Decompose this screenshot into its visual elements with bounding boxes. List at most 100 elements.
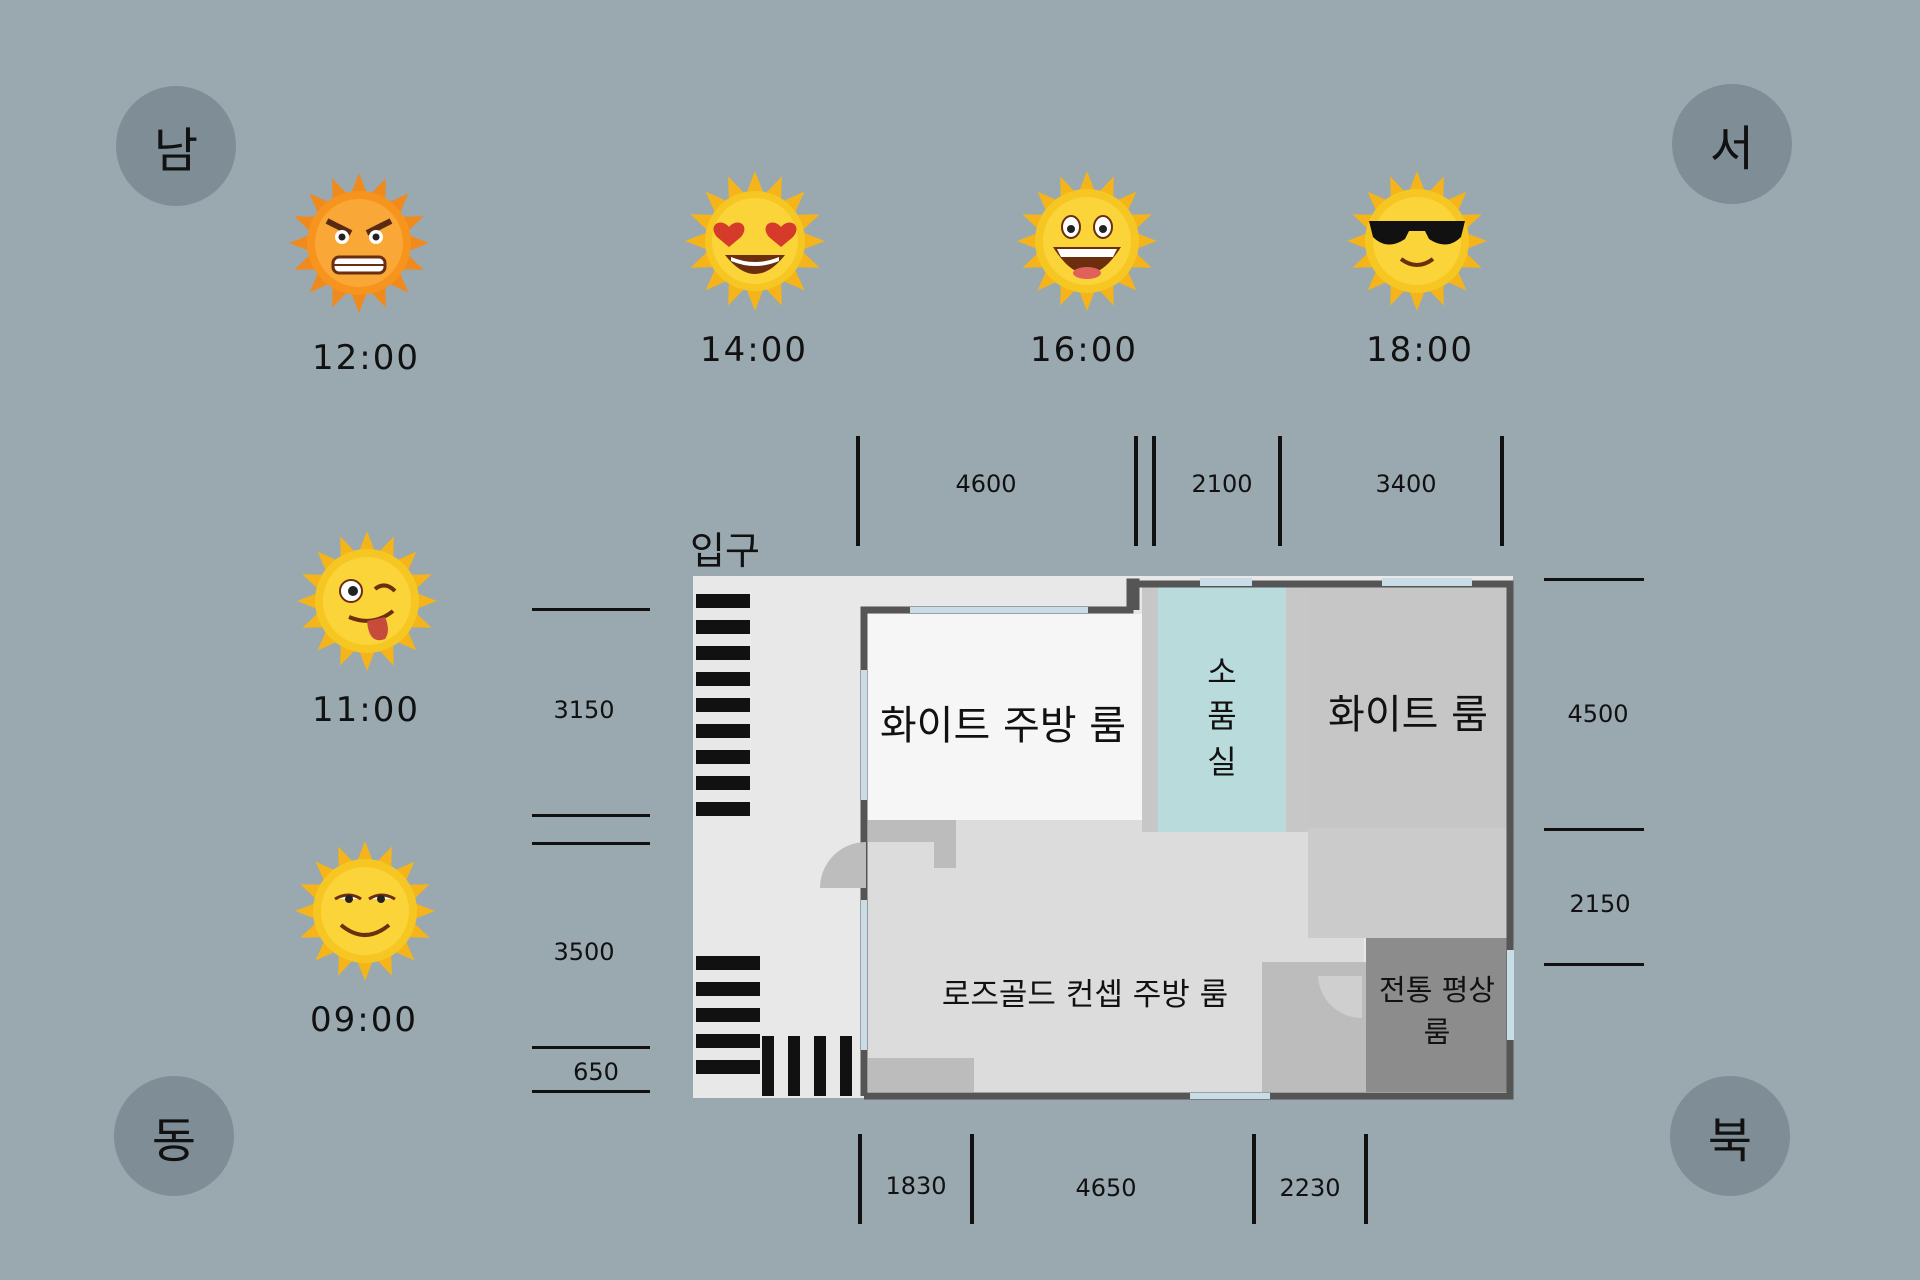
sun-ray xyxy=(784,191,805,212)
room-label-storage-3: 실 xyxy=(1207,743,1237,781)
sun-ray xyxy=(784,270,805,291)
sun-ray xyxy=(357,960,373,981)
dimension-line xyxy=(1544,963,1644,966)
dimension-top-2: 2100 xyxy=(1191,470,1253,498)
sunglasses-sun-icon xyxy=(1347,171,1487,311)
sun-ray xyxy=(416,593,437,609)
time-label: 14:00 xyxy=(700,330,808,370)
rosegold-counter xyxy=(868,1058,974,1092)
room-label-storage-1: 소 xyxy=(1207,653,1237,691)
compass-west-label: 서 xyxy=(1709,121,1755,177)
sun-ray xyxy=(357,841,373,862)
sun-ray xyxy=(728,176,744,199)
dimension-line xyxy=(1252,1134,1256,1224)
white-kitchen-room xyxy=(864,614,1142,820)
dimension-line xyxy=(532,842,650,845)
dimension-right-2: 2150 xyxy=(1569,890,1631,918)
wall xyxy=(864,580,1514,1100)
sun-ray xyxy=(297,593,318,609)
window xyxy=(861,900,867,1050)
sun-ray xyxy=(359,650,375,671)
dimension-left-1: 3150 xyxy=(553,696,615,724)
sun-ray xyxy=(408,235,429,251)
sun-ray xyxy=(315,940,336,961)
sun-ray xyxy=(1079,171,1095,192)
sun-ray xyxy=(1136,233,1157,249)
room-label-traditional: 전통 평상룸 xyxy=(1379,973,1495,1049)
sun-ray xyxy=(766,176,782,199)
time-label: 16:00 xyxy=(1030,330,1138,370)
storage-room xyxy=(1158,584,1286,832)
storage-wall xyxy=(1286,584,1308,832)
sun-ray xyxy=(394,940,415,961)
dimension-line xyxy=(1544,828,1644,831)
dimension-bottom-3: 2230 xyxy=(1279,1174,1341,1202)
sun-ray xyxy=(690,252,713,268)
sun-ray xyxy=(388,272,409,293)
storage-wall xyxy=(1142,584,1158,832)
dimension-line xyxy=(858,1134,862,1224)
sun-ray xyxy=(1409,290,1425,311)
sun-ray xyxy=(396,630,417,651)
window xyxy=(910,607,1088,613)
window xyxy=(1200,578,1252,586)
sun-ray xyxy=(1347,233,1368,249)
dimension-left-2: 3500 xyxy=(553,938,615,966)
sun-ray xyxy=(1037,270,1058,291)
time-label: 18:00 xyxy=(1366,330,1474,370)
dimension-line xyxy=(970,1134,974,1224)
sun-ray xyxy=(289,235,310,251)
compass-east: 동 xyxy=(114,1076,234,1196)
time-label: 11:00 xyxy=(312,690,420,730)
sun-ray xyxy=(315,861,336,882)
sun-ray xyxy=(317,551,338,572)
sun-ray xyxy=(414,903,435,919)
dimension-top-3: 3400 xyxy=(1375,470,1437,498)
sun-ray xyxy=(1037,191,1058,212)
stairs-lower xyxy=(696,956,852,1096)
compass-south-label: 남 xyxy=(153,123,199,179)
dimension-line xyxy=(856,436,860,546)
sun-ray xyxy=(351,173,367,194)
room-label-white-room: 화이트 룸 xyxy=(1328,692,1488,738)
sun-ray xyxy=(309,193,330,214)
sun-ray xyxy=(685,233,706,249)
sun-ray xyxy=(396,551,417,572)
sun-ray xyxy=(747,290,763,311)
entrance-label: 입구 xyxy=(690,529,760,573)
dimension-line xyxy=(1544,578,1644,581)
sun-ray xyxy=(1367,270,1388,291)
window xyxy=(861,670,867,800)
sun-ray xyxy=(690,214,713,230)
time-label: 12:00 xyxy=(312,338,420,378)
sun-ray xyxy=(1116,270,1137,291)
sun-ray xyxy=(804,233,825,249)
compass-west: 서 xyxy=(1672,84,1792,204)
winking-tongue-sun-icon xyxy=(297,531,437,671)
sun-ray xyxy=(1017,233,1038,249)
white-room-upper xyxy=(1308,584,1508,828)
compass-east-label: 동 xyxy=(151,1113,197,1169)
room-label-white-kitchen: 화이트 주방 룸 xyxy=(879,703,1127,749)
room-label-rosegold: 로즈골드 컨셉 주방 룸 xyxy=(941,976,1229,1013)
traditional-room xyxy=(1366,938,1508,1092)
compass-north: 북 xyxy=(1670,1076,1790,1196)
sun-ray xyxy=(295,903,316,919)
sun-ray xyxy=(1116,191,1137,212)
dimension-bottom-2: 4650 xyxy=(1075,1174,1137,1202)
sun-ray xyxy=(747,171,763,192)
sun-ray xyxy=(388,193,409,214)
sun-ray xyxy=(1079,290,1095,311)
rosegold-wall-block xyxy=(868,820,954,842)
dimension-line xyxy=(1152,436,1156,546)
smug-sun-icon xyxy=(295,841,435,981)
stairs-upper xyxy=(696,594,750,816)
sun-ray xyxy=(359,531,375,552)
sun-ray xyxy=(1466,233,1487,249)
window xyxy=(1382,578,1472,586)
sun-ray xyxy=(797,214,820,230)
dimension-line xyxy=(532,1090,650,1093)
sun-ray xyxy=(797,252,820,268)
sun-ray xyxy=(394,861,415,882)
dimension-line xyxy=(532,608,650,611)
